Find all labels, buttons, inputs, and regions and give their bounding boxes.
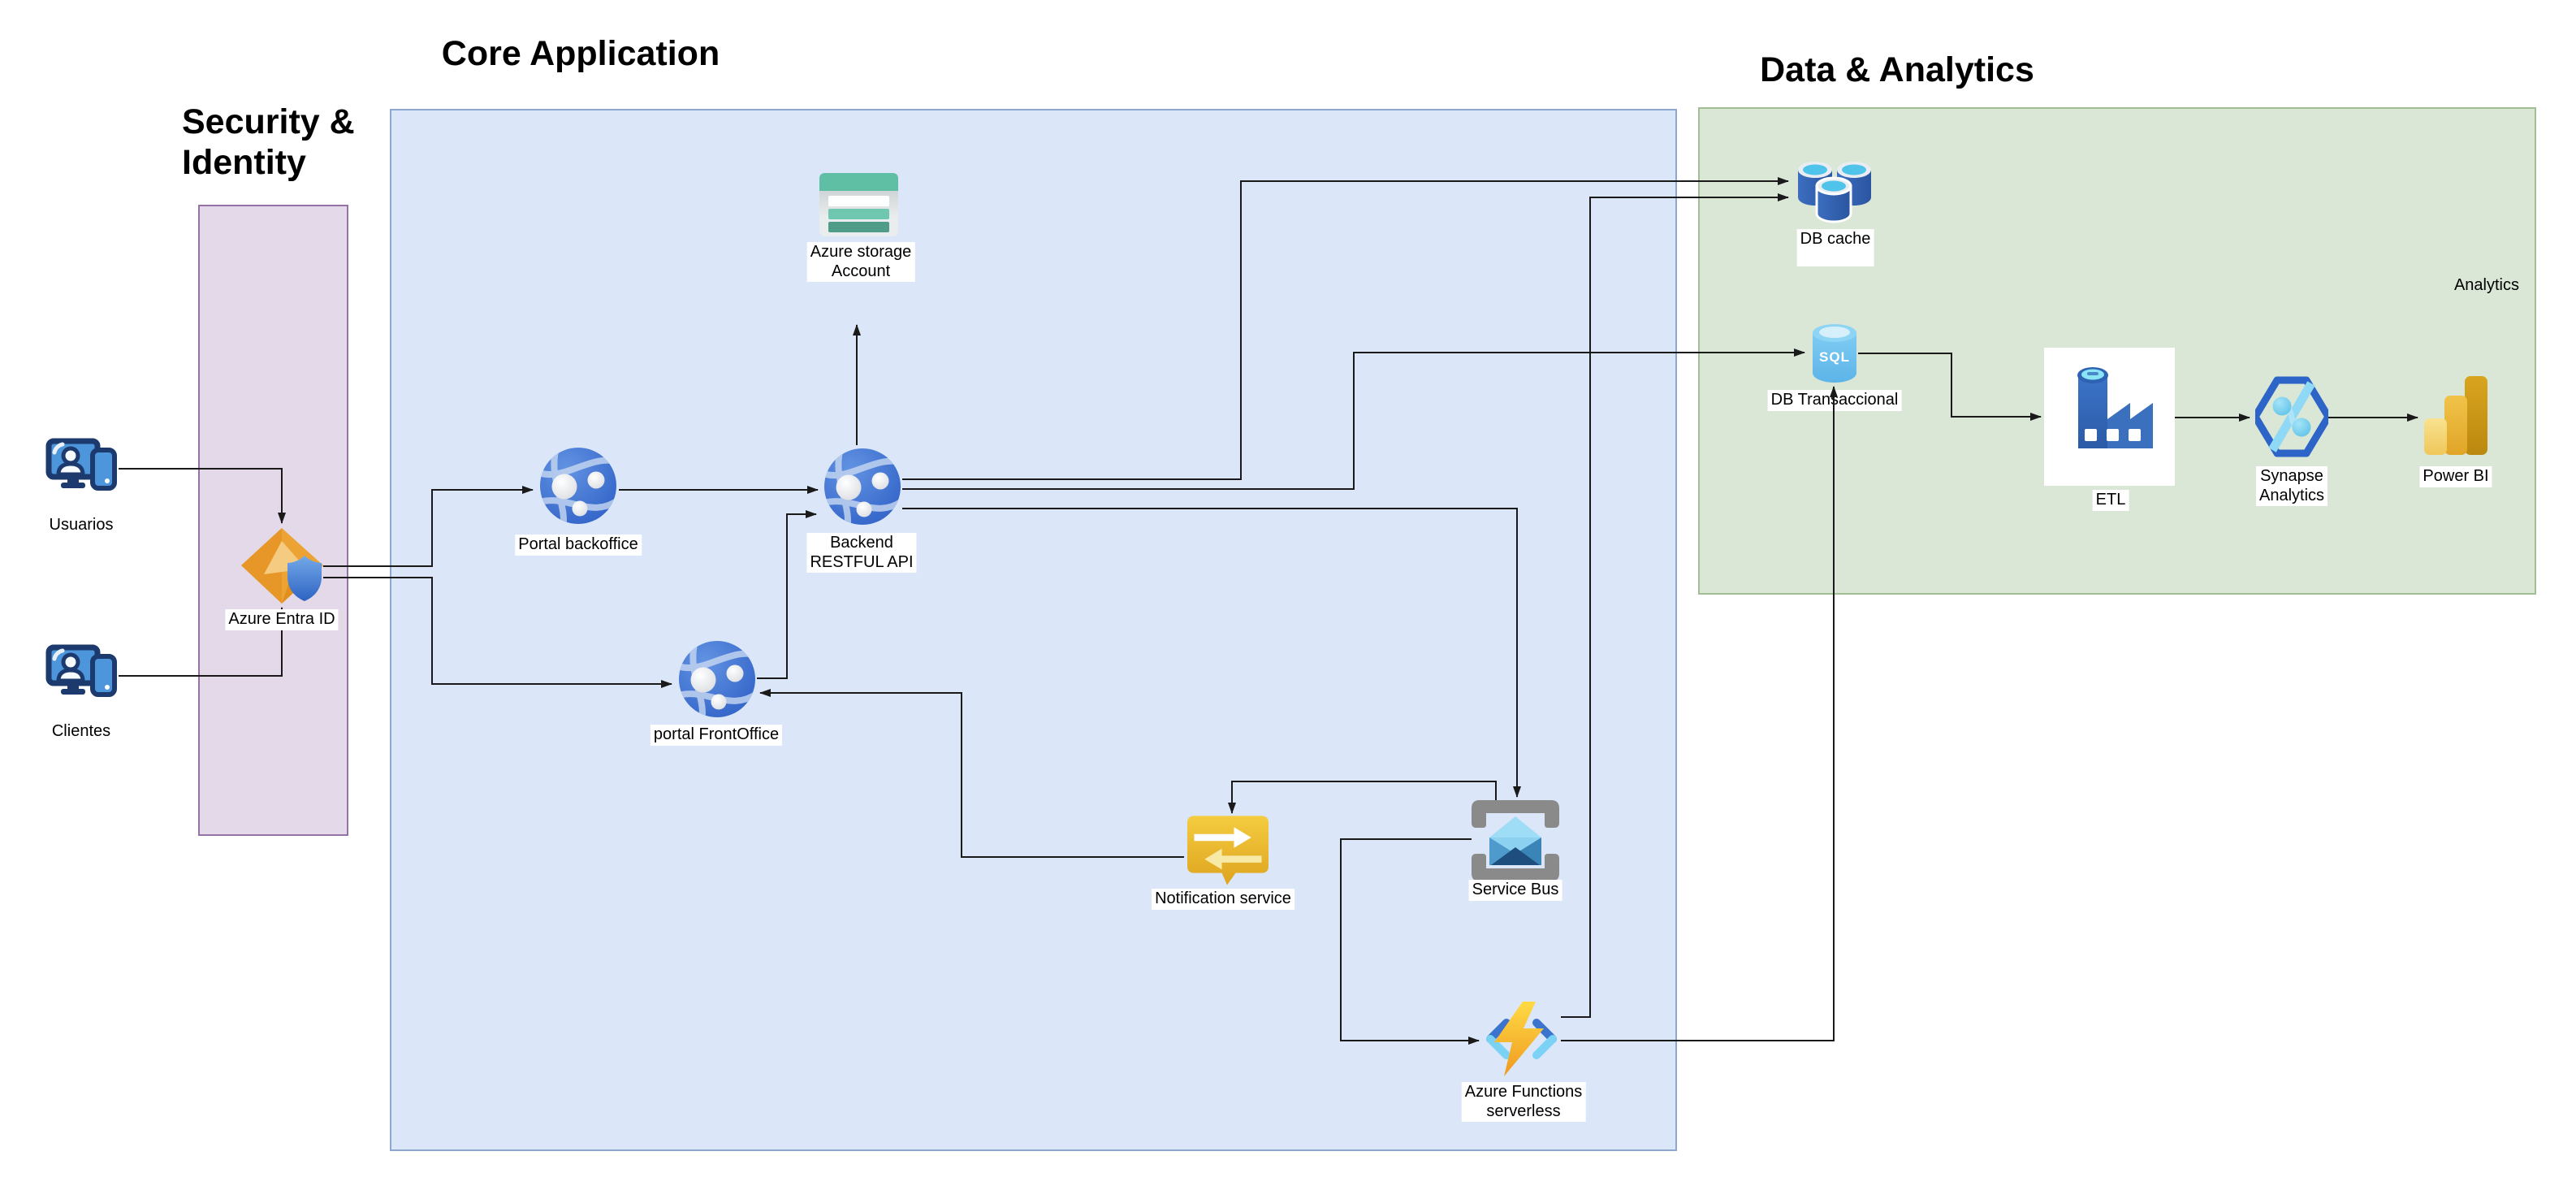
connector-backend-to-db-cache [902, 177, 1789, 480]
backend-restful-api-label: Backend RESTFUL API [806, 533, 917, 574]
portal-backoffice-label: Portal backoffice [515, 535, 642, 556]
notification-service-icon [1187, 816, 1269, 885]
portal-backoffice-globe-icon [540, 448, 616, 524]
azure-storage-account-label: Azure storage Account [806, 242, 915, 283]
analytics-zone-corner-label: Analytics [2453, 276, 2519, 294]
portal-frontoffice-label: portal FrontOffice [650, 725, 783, 746]
connector-db-transaccional-to-etl [1858, 353, 2042, 421]
clientes-devices-icon [45, 644, 117, 697]
azure-storage-account-icon [819, 173, 898, 236]
azure-entra-id-icon [241, 528, 323, 604]
etl-label: ETL [2092, 490, 2129, 511]
connector-functions-to-db-transaccional [1561, 386, 1838, 1041]
service-bus-label: Service Bus [1468, 880, 1562, 901]
sql-badge-text: SQL [1819, 349, 1850, 365]
security-identity-title: Security & Identity [182, 102, 355, 182]
usuarios-label: Usuarios [49, 516, 114, 534]
backend-restful-api-globe-icon [824, 448, 901, 525]
azure-entra-id-label: Azure Entra ID [225, 609, 339, 630]
connector-service-bus-to-functions [1340, 838, 1480, 1045]
zone-core-application [390, 109, 1677, 1151]
connector-usuarios-to-entra [119, 468, 286, 524]
connector-clientes-to-entra [119, 607, 286, 677]
connector-frontoffice-to-backend [757, 510, 817, 679]
db-transaccional-sql-icon: SQL [1813, 324, 1856, 383]
etl-data-factory-icon [2044, 348, 2175, 486]
service-bus-icon [1472, 800, 1559, 881]
connector-service-bus-to-notification [1228, 781, 1497, 814]
portal-frontoffice-globe-icon [679, 641, 755, 717]
connector-functions-to-db-cache [1561, 193, 1789, 1018]
connector-entra-to-portal-frontoffice [323, 577, 672, 688]
connector-backend-to-service-bus [902, 508, 1521, 798]
zone-security-identity [198, 205, 348, 836]
core-application-title: Core Application [441, 34, 720, 73]
power-bi-icon [2424, 376, 2487, 455]
synapse-analytics-icon [2255, 376, 2328, 457]
data-analytics-title: Data & Analytics [1760, 50, 2034, 89]
synapse-analytics-label: Synapse Analytics [2255, 466, 2328, 507]
connector-backend-to-db-transaccional [902, 348, 1805, 490]
connector-entra-to-portal-backoffice [323, 486, 534, 567]
connector-notification-to-frontoffice [759, 689, 1184, 858]
usuarios-devices-icon [45, 438, 117, 491]
azure-functions-label: Azure Functions serverless [1461, 1082, 1586, 1123]
db-cache-icon [1798, 162, 1871, 223]
db-cache-label: DB cache [1796, 229, 1874, 266]
azure-functions-icon [1486, 1002, 1557, 1076]
notification-service-label: Notification service [1152, 889, 1294, 910]
power-bi-label: Power BI [2419, 466, 2492, 487]
clientes-label: Clientes [51, 722, 111, 740]
